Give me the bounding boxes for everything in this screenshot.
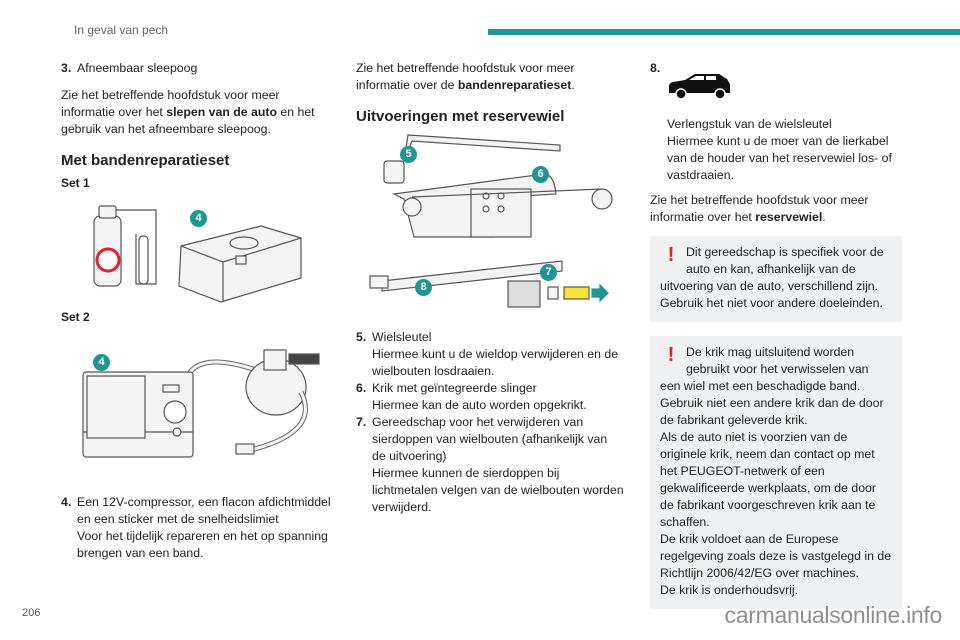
list-item-7: 7. Gereedschap voor het verwijderen van …	[356, 415, 624, 514]
warning-icon: !	[667, 344, 675, 366]
item-number: 4.	[61, 495, 72, 509]
list-item-8: 8. Verlengstuk van de wielsleutel Hierme…	[650, 60, 902, 184]
header-accent-bar	[488, 29, 960, 35]
spare-wheel-reference: Zie het betreffende hoofdstuk voor meer …	[650, 193, 869, 224]
set1-label: Set 1	[61, 176, 90, 190]
repair-kit-set2-drawing	[82, 349, 320, 458]
callout-badge: 4	[190, 210, 207, 227]
list-item-4: 4. Een 12V-compressor, een flacon afdich…	[61, 494, 331, 562]
tools-drawing	[369, 134, 613, 308]
callout-badge-5: 5	[400, 146, 417, 163]
column-3: 8. Verlengstuk van de wielsleutel Hierme…	[650, 60, 902, 623]
car-icon	[669, 74, 730, 100]
repair-kit-set1-drawing	[93, 205, 302, 303]
heading-spare-wheel: Uitvoeringen met reservewiel	[356, 108, 565, 125]
warning-box-2: ! De krik mag uitsluitend worden gebruik…	[650, 336, 902, 609]
page-number: 206	[22, 607, 41, 619]
item-text: Afneembaar sleepoog	[77, 61, 198, 75]
watermark: carmanualsonline.info	[724, 602, 943, 628]
callout-badge: 4	[93, 354, 110, 371]
set2-illustration: 4	[61, 332, 331, 484]
spare-wheel-link[interactable]: reservewiel	[755, 210, 823, 224]
column-2: Zie het betreffende hoofdstuk voor meer …	[356, 60, 624, 516]
set2-label: Set 2	[61, 310, 90, 324]
repair-kit-reference: Zie het betreffende hoofdstuk voor meer …	[356, 61, 575, 92]
item-number: 3.	[61, 61, 72, 75]
towing-link[interactable]: slepen van de auto	[166, 105, 277, 119]
column-1: 3. Afneembaar sleepoog Zie het betreffen…	[61, 60, 331, 562]
repair-kit-link[interactable]: bandenreparatieset	[457, 78, 572, 92]
set1-illustration: 4	[61, 198, 331, 303]
item-text: Een 12V-compressor, een flacon afdichtmi…	[77, 495, 331, 560]
item-number: 8.	[650, 61, 661, 75]
callout-badge-6: 6	[532, 166, 549, 183]
warning-box-1: ! Dit gereedschap is specifiek voor de a…	[650, 236, 902, 322]
heading-repair-kit: Met bandenreparatieset	[61, 152, 230, 169]
callout-badge-7: 7	[540, 264, 557, 281]
callout-badge-8: 8	[415, 279, 432, 296]
list-item-3: 3. Afneembaar sleepoog	[61, 60, 331, 77]
towing-reference: Zie het betreffende hoofdstuk voor meer …	[61, 88, 315, 136]
tools-illustration: 5 6 7 8	[356, 131, 624, 321]
warning-icon: !	[667, 244, 675, 266]
section-title: In geval van pech	[74, 23, 169, 37]
